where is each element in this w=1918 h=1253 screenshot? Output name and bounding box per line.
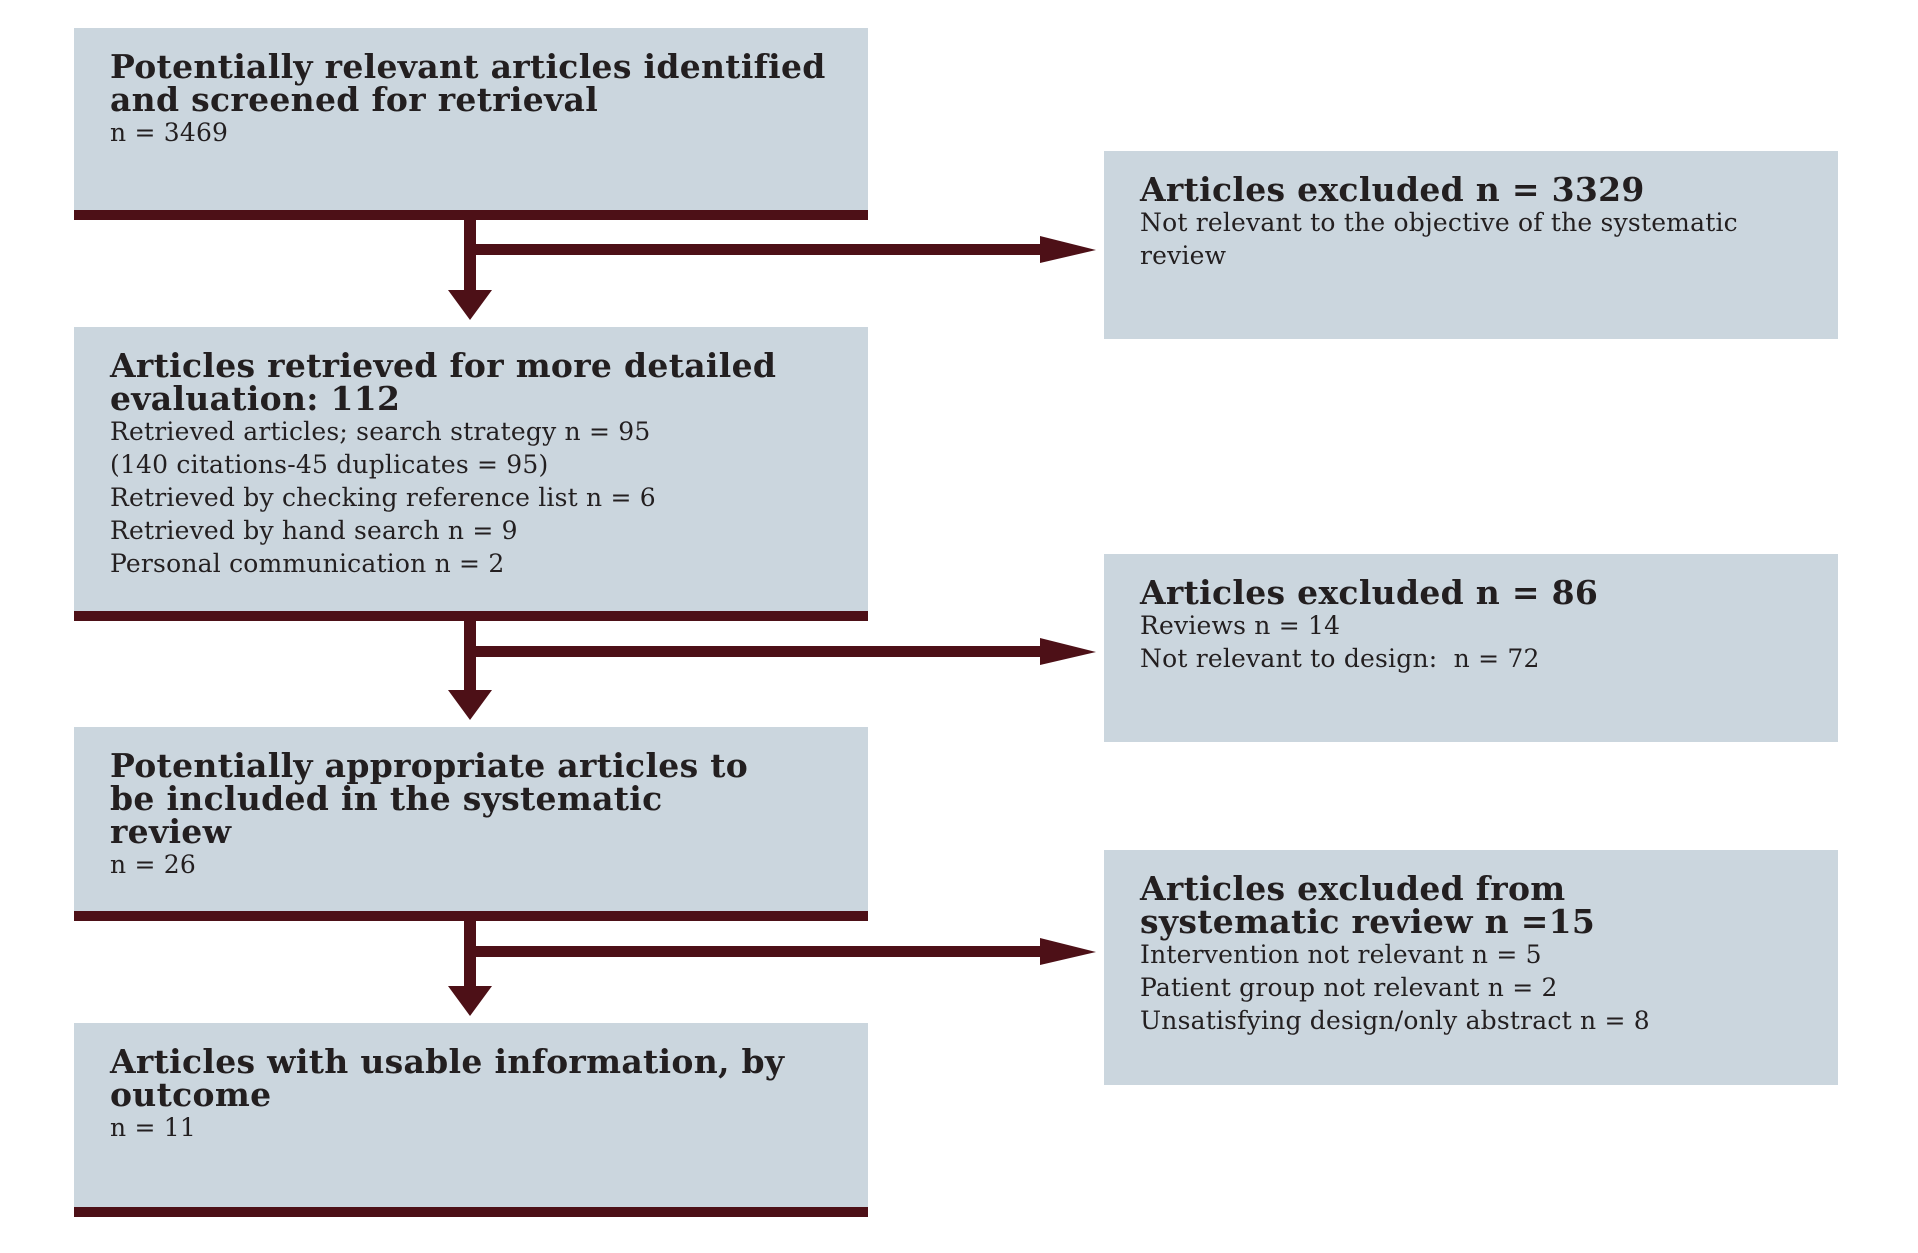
arrow-down-head [448, 690, 492, 720]
box-line: Not relevant to design: n = 72 [1140, 644, 1540, 673]
box-title: Potentially relevant articles identified… [110, 47, 826, 119]
box-line: (140 citations-45 duplicates = 95) [110, 450, 549, 479]
box-count: n = 26 [110, 850, 196, 879]
box-title: Articles with usable information, by out… [110, 1042, 785, 1114]
flow-box-retrieved: Articles retrieved for more detailed eva… [74, 327, 868, 621]
box-count: n = 3469 [110, 118, 229, 147]
exclusion-box-3: Articles excluded from systematic review… [1104, 850, 1838, 1085]
box-line: Personal communication n = 2 [110, 549, 505, 578]
box-line: Not relevant to the objective of the sys… [1140, 208, 1738, 270]
box-title: Potentially appropriate articles to be i… [110, 746, 749, 851]
arrow-right-stem [476, 646, 1044, 657]
arrow-down-stem [464, 621, 476, 693]
flow-box-appropriate: Potentially appropriate articles to be i… [74, 727, 868, 921]
box-count: n = 11 [110, 1113, 196, 1142]
box-title: Articles excluded n = 3329 [1140, 170, 1645, 209]
exclusion-box-1: Articles excluded n = 3329 Not relevant … [1104, 151, 1838, 339]
arrow-right-head [1040, 938, 1096, 965]
arrow-right-stem [476, 244, 1044, 255]
flow-box-identified: Potentially relevant articles identified… [74, 28, 868, 220]
box-line: Intervention not relevant n = 5 [1140, 940, 1542, 969]
box-line: Unsatisfying design/only abstract n = 8 [1140, 1006, 1650, 1035]
arrow-right-head [1040, 236, 1096, 263]
box-title: Articles excluded n = 86 [1140, 573, 1599, 612]
box-line: Retrieved by hand search n = 9 [110, 516, 518, 545]
arrow-down-head [448, 290, 492, 320]
box-line: Patient group not relevant n = 2 [1140, 973, 1558, 1002]
arrow-down-head [448, 986, 492, 1016]
box-line: Reviews n = 14 [1140, 611, 1341, 640]
box-title: Articles retrieved for more detailed eva… [110, 346, 777, 418]
arrow-down-stem [464, 921, 476, 989]
arrow-right-head [1040, 638, 1096, 665]
flow-box-usable: Articles with usable information, by out… [74, 1023, 868, 1217]
box-line: Retrieved articles; search strategy n = … [110, 417, 651, 446]
box-line: Retrieved by checking reference list n =… [110, 483, 656, 512]
arrow-right-stem [476, 946, 1044, 957]
exclusion-box-2: Articles excluded n = 86 Reviews n = 14 … [1104, 554, 1838, 742]
arrow-down-stem [464, 220, 476, 292]
box-title: Articles excluded from systematic review… [1140, 869, 1596, 941]
